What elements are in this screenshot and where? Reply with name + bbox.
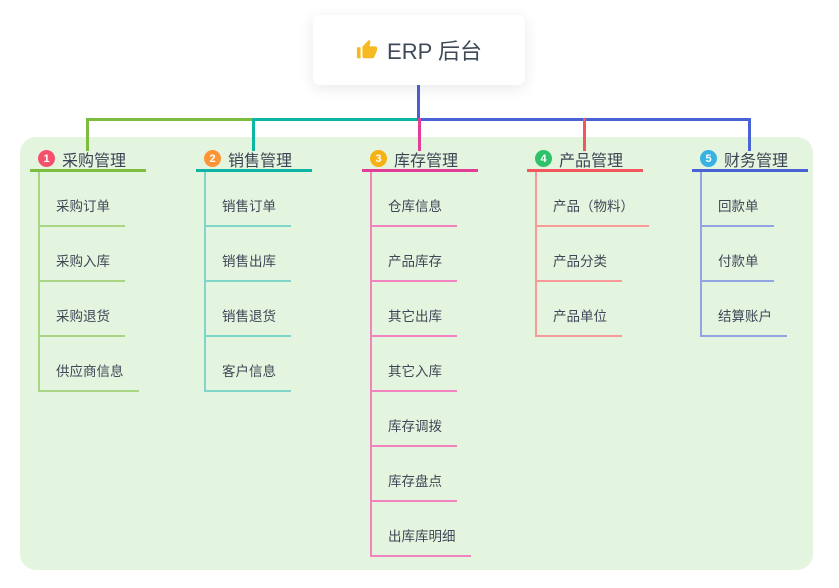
branch-inventory: 3 库存管理 仓库信息 产品库存 其它出库 其它入库 库存调拨 库存盘点 出库库… xyxy=(362,118,478,557)
child-node[interactable]: 回款单 xyxy=(700,195,774,227)
branch-label: 采购管理 xyxy=(62,152,127,170)
connector-horizontal-teal xyxy=(252,118,419,121)
mindmap-background-panel xyxy=(20,137,813,570)
branch-node-inventory[interactable]: 3 库存管理 xyxy=(362,148,478,172)
child-row: 其它入库 xyxy=(362,337,478,392)
child-row: 结算账户 xyxy=(692,282,808,337)
child-node[interactable]: 其它出库 xyxy=(370,305,457,337)
child-node[interactable]: 销售订单 xyxy=(204,195,291,227)
branch-finance: 5 财务管理 回款单 付款单 结算账户 xyxy=(692,118,808,337)
child-node[interactable]: 采购入库 xyxy=(38,250,125,282)
child-row: 销售退货 xyxy=(196,282,312,337)
branch-drop-line xyxy=(418,118,421,151)
child-row: 客户信息 xyxy=(196,337,312,392)
child-node[interactable]: 库存盘点 xyxy=(370,470,457,502)
child-row: 产品库存 xyxy=(362,227,478,282)
branch-label: 产品管理 xyxy=(559,152,624,170)
child-node[interactable]: 库存调拨 xyxy=(370,415,457,447)
branch-children: 产品（物料） 产品分类 产品单位 xyxy=(527,172,649,337)
child-node[interactable]: 结算账户 xyxy=(700,305,787,337)
child-node[interactable]: 出库库明细 xyxy=(370,525,471,557)
child-node[interactable]: 付款单 xyxy=(700,250,774,282)
branch-node-product[interactable]: 4 产品管理 xyxy=(527,148,643,172)
child-node[interactable]: 销售退货 xyxy=(204,305,291,337)
child-row: 采购订单 xyxy=(30,172,146,227)
branch-drop-line xyxy=(748,118,751,151)
badge-number-5: 5 xyxy=(700,150,717,167)
child-row: 采购退货 xyxy=(30,282,146,337)
child-node[interactable]: 仓库信息 xyxy=(370,195,457,227)
branch-purchase: 1 采购管理 采购订单 采购入库 采购退货 供应商信息 xyxy=(30,118,146,392)
branch-spine-line xyxy=(535,172,537,337)
child-node[interactable]: 产品（物料） xyxy=(535,195,649,227)
child-row: 产品单位 xyxy=(527,282,643,337)
child-row: 其它出库 xyxy=(362,282,478,337)
branch-children: 采购订单 采购入库 采购退货 供应商信息 xyxy=(30,172,146,392)
child-node[interactable]: 销售出库 xyxy=(204,250,291,282)
badge-number-1: 1 xyxy=(38,150,55,167)
badge-number-4: 4 xyxy=(535,150,552,167)
branch-spine-line xyxy=(370,172,372,557)
child-node[interactable]: 采购退货 xyxy=(38,305,125,337)
child-node[interactable]: 其它入库 xyxy=(370,360,457,392)
child-row: 库存调拨 xyxy=(362,392,478,447)
child-row: 产品分类 xyxy=(527,227,643,282)
branch-label: 库存管理 xyxy=(394,152,459,170)
child-row: 库存盘点 xyxy=(362,447,478,502)
branch-drop-line xyxy=(86,118,89,151)
branch-children: 销售订单 销售出库 销售退货 客户信息 xyxy=(196,172,312,392)
child-row: 销售订单 xyxy=(196,172,312,227)
root-node-erp[interactable]: ERP 后台 xyxy=(313,15,525,85)
child-row: 仓库信息 xyxy=(362,172,478,227)
child-node[interactable]: 客户信息 xyxy=(204,360,291,392)
child-row: 供应商信息 xyxy=(30,337,146,392)
branch-node-sales[interactable]: 2 销售管理 xyxy=(196,148,312,172)
branch-label: 销售管理 xyxy=(228,152,293,170)
badge-number-3: 3 xyxy=(370,150,387,167)
branch-node-finance[interactable]: 5 财务管理 xyxy=(692,148,808,172)
child-row: 产品（物料） xyxy=(527,172,649,227)
child-row: 出库库明细 xyxy=(362,502,478,557)
child-node[interactable]: 产品分类 xyxy=(535,250,622,282)
root-node-label: ERP 后台 xyxy=(387,39,482,64)
child-row: 销售出库 xyxy=(196,227,312,282)
child-row: 付款单 xyxy=(692,227,808,282)
branch-children: 回款单 付款单 结算账户 xyxy=(692,172,808,337)
branch-children: 仓库信息 产品库存 其它出库 其它入库 库存调拨 库存盘点 出库库明细 xyxy=(362,172,478,557)
branch-spine-line xyxy=(700,172,702,337)
child-row: 回款单 xyxy=(692,172,808,227)
branch-spine-line xyxy=(204,172,206,392)
branch-sales: 2 销售管理 销售订单 销售出库 销售退货 客户信息 xyxy=(196,118,312,392)
branch-label: 财务管理 xyxy=(724,152,789,170)
child-node[interactable]: 采购订单 xyxy=(38,195,125,227)
branch-product: 4 产品管理 产品（物料） 产品分类 产品单位 xyxy=(527,118,649,337)
root-connector-stem xyxy=(417,85,420,119)
badge-number-2: 2 xyxy=(204,150,221,167)
connector-horizontal-green xyxy=(87,118,253,121)
branch-spine-line xyxy=(38,172,40,392)
branch-node-purchase[interactable]: 1 采购管理 xyxy=(30,148,146,172)
child-row: 采购入库 xyxy=(30,227,146,282)
branch-drop-line xyxy=(583,118,586,151)
child-node[interactable]: 产品库存 xyxy=(370,250,457,282)
branch-drop-line xyxy=(252,118,255,151)
thumbs-up-icon xyxy=(356,39,378,61)
child-node[interactable]: 产品单位 xyxy=(535,305,622,337)
child-node[interactable]: 供应商信息 xyxy=(38,360,139,392)
